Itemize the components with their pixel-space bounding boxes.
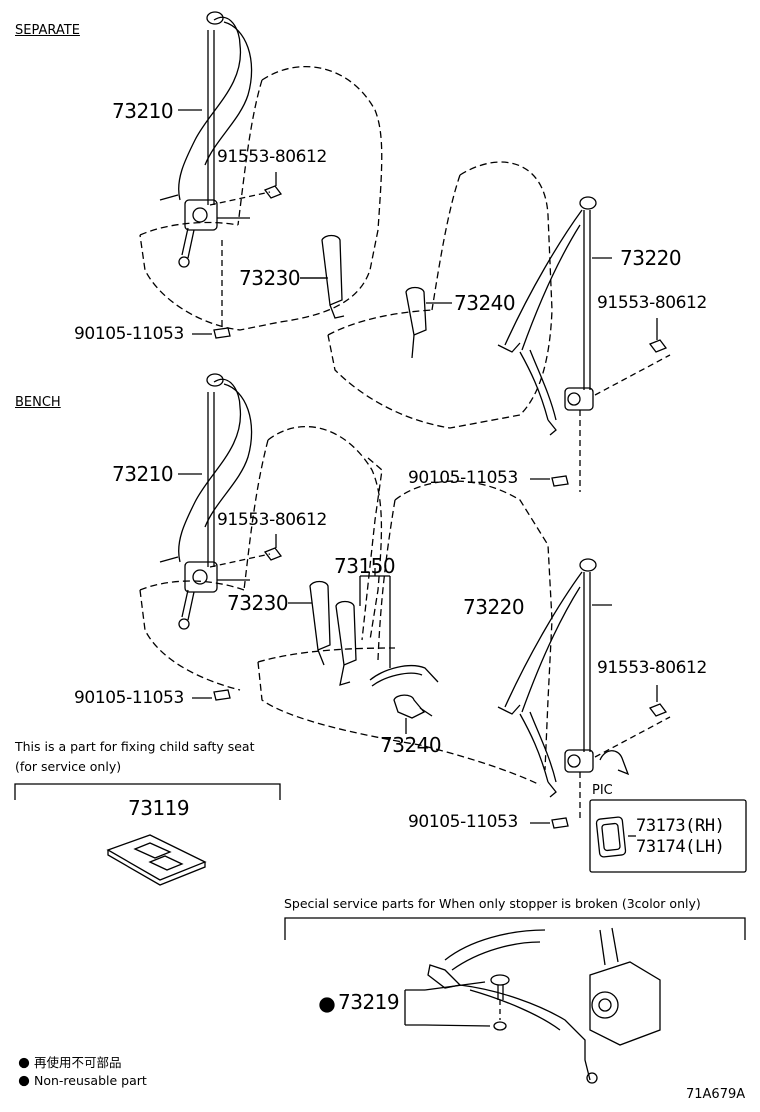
part-callout-90105: 90105-11053 <box>408 468 518 488</box>
child-seat-box <box>14 783 281 800</box>
section-label-bench: BENCH <box>15 395 61 410</box>
legend-non-reusable-en: Non-reusable part <box>34 1073 147 1088</box>
separate-passenger-seat-outline <box>327 161 553 429</box>
bench-front-belt-assembly <box>159 373 271 630</box>
part-callout-91553: 91553-80612 <box>597 658 707 678</box>
bench-buckle-73240 <box>393 694 433 734</box>
bench-bolt-90105-b <box>551 817 569 829</box>
legend-dot-jp <box>18 1057 30 1069</box>
separate-bolt-90105-b <box>551 475 581 492</box>
separate-front-seat-outline <box>139 66 383 331</box>
bench-buckle-73230 <box>288 580 331 666</box>
part-callout-73173-rh: 73173(RH) <box>636 816 725 836</box>
part-callout-73174-lh: 73174(LH) <box>636 837 725 857</box>
pic-label: PIC <box>592 783 613 798</box>
part-callout-73230: 73230 <box>227 591 289 615</box>
part-callout-73150: 73150 <box>334 554 396 578</box>
child-seat-bracket-73119 <box>106 834 207 886</box>
non-reusable-marker-73219 <box>319 997 335 1013</box>
legend-non-reusable-jp: 再使用不可部品 <box>34 1055 122 1070</box>
part-callout-73240: 73240 <box>380 733 442 757</box>
separate-bolt-91553-a <box>263 172 283 199</box>
part-callout-73220: 73220 <box>620 246 682 270</box>
bench-bolt-91553-b <box>648 685 668 717</box>
part-callout-91553: 91553-80612 <box>597 293 707 313</box>
bench-front-seat-outline <box>139 426 383 691</box>
separate-bolt-91553-b <box>648 318 668 353</box>
special-service-box <box>284 917 746 940</box>
bench-bolt-91553-a <box>263 534 283 561</box>
part-callout-73220: 73220 <box>463 595 525 619</box>
part-callout-73230: 73230 <box>239 266 301 290</box>
bench-seat-cushion-outline <box>257 480 553 786</box>
separate-buckle-73240 <box>405 286 452 359</box>
section-label-separate: SEPARATE <box>15 23 80 38</box>
separate-passenger-belt-assembly <box>497 196 671 480</box>
part-callout-90105: 90105-11053 <box>408 812 518 832</box>
bench-buckle-73150 <box>335 568 439 687</box>
part-callout-73210: 73210 <box>112 462 174 486</box>
part-callout-91553: 91553-80612 <box>217 147 327 167</box>
bench-bolt-90105-a <box>213 689 231 701</box>
part-callout-73219: 73219 <box>338 990 400 1014</box>
special-service-note: Special service parts for When only stop… <box>284 896 701 911</box>
part-callout-90105: 90105-11053 <box>74 688 184 708</box>
bench-passenger-belt-assembly <box>497 558 671 822</box>
child-seat-note-line2: (for service only) <box>15 759 122 774</box>
stopper-assembly-73219 <box>404 927 661 1084</box>
part-callout-90105: 90105-11053 <box>74 324 184 344</box>
separate-front-belt-assembly <box>159 11 271 268</box>
part-callout-73210: 73210 <box>112 99 174 123</box>
child-seat-note-line1: This is a part for fixing child safty se… <box>15 739 255 754</box>
part-callout-91553: 91553-80612 <box>217 510 327 530</box>
diagram-code: 71A679A <box>686 1087 746 1102</box>
legend-dot-en <box>18 1075 30 1087</box>
part-callout-73119: 73119 <box>128 796 190 820</box>
part-callout-73240: 73240 <box>454 291 516 315</box>
pic-box <box>589 799 747 873</box>
separate-bolt-90105-a <box>213 240 231 339</box>
